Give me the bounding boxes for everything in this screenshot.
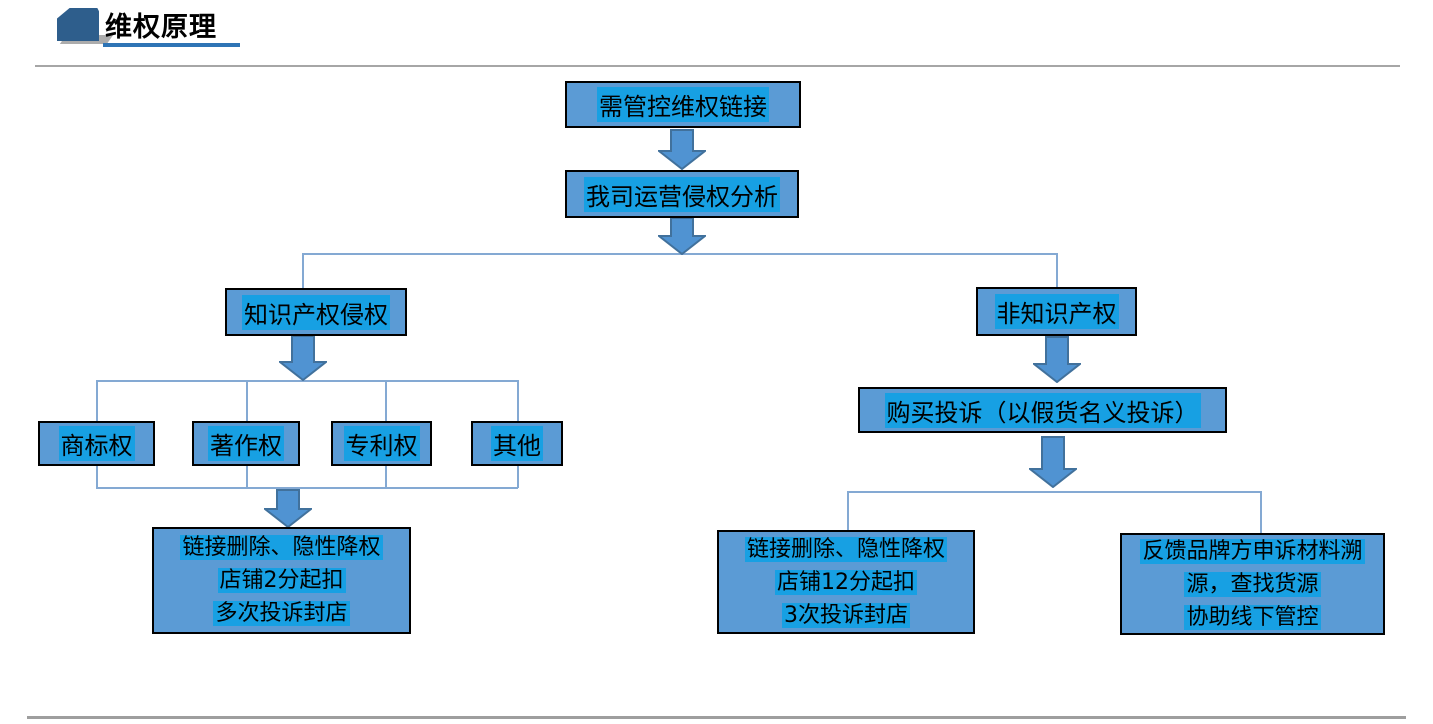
node-label: 非知识产权 [994,294,1119,329]
connector-line [847,491,849,530]
flow-node-non-ip: 非知识产权 [976,287,1137,336]
node-label-line: 协助线下管控 [1184,604,1321,630]
down-arrow [1033,336,1081,383]
page-title: 维权原理 [105,12,217,43]
flow-node-trademark: 商标权 [38,421,155,466]
node-label-line: 链接删除、隐性降权 [180,535,383,560]
bottom-separator [27,716,1406,719]
node-label-line: 链接删除、隐性降权 [744,536,947,562]
node-label: 专利权 [343,426,420,461]
connector-line [847,491,1261,493]
flow-node-analysis: 我司运营侵权分析 [565,170,799,218]
node-label: 我司运营侵权分析 [584,176,780,212]
node-label-line: 源，查找货源 [1184,571,1321,597]
flow-node-purchase-complaint: 购买投诉（以假货名义投诉） [858,387,1227,433]
node-label: 购买投诉（以假货名义投诉） [884,392,1201,428]
title-underline [103,43,240,47]
node-label: 其他 [491,426,543,461]
flow-node-ip-infringement: 知识产权侵权 [225,288,407,336]
node-label: 商标权 [58,426,135,461]
connector-line [385,380,387,421]
node-label: 著作权 [208,426,284,461]
connector-line [1056,253,1058,287]
flow-node-copyright: 著作权 [192,421,300,466]
flow-node-ip-result: 链接删除、隐性降权 店铺2分起扣 多次投诉封店 [152,527,411,634]
connector-line [517,380,519,421]
cube-icon [57,8,99,41]
node-label-line: 3次投诉封店 [782,602,910,628]
node-label: 需管控维权链接 [597,87,769,122]
top-separator [35,65,1400,67]
connector-line [96,487,518,489]
connector-line [1260,491,1262,533]
node-label-line: 多次投诉封店 [213,601,350,626]
node-label-line: 店铺2分起扣 [217,568,346,593]
down-arrow [1029,436,1077,488]
connector-line [246,466,248,488]
down-arrow [658,217,706,255]
flow-node-other: 其他 [471,421,563,466]
connector-line [96,466,98,488]
connector-line [96,380,98,421]
node-label-line: 店铺12分起扣 [775,569,917,595]
connector-line [96,380,518,382]
connector-line [385,466,387,488]
node-label: 知识产权侵权 [242,294,390,330]
flow-node-root: 需管控维权链接 [565,81,801,128]
connector-line [302,253,1058,255]
down-arrow [264,489,312,528]
down-arrow [279,335,327,381]
connector-line [302,253,304,288]
flow-node-patent: 专利权 [331,421,432,466]
connector-line [246,380,248,421]
node-label-line: 反馈品牌方申诉材料溯 [1140,538,1365,564]
down-arrow [658,129,706,170]
flow-node-non-ip-result-2: 反馈品牌方申诉材料溯 源，查找货源 协助线下管控 [1120,533,1385,635]
connector-line [517,466,519,488]
flow-node-non-ip-result-1: 链接删除、隐性降权 店铺12分起扣 3次投诉封店 [717,530,975,634]
